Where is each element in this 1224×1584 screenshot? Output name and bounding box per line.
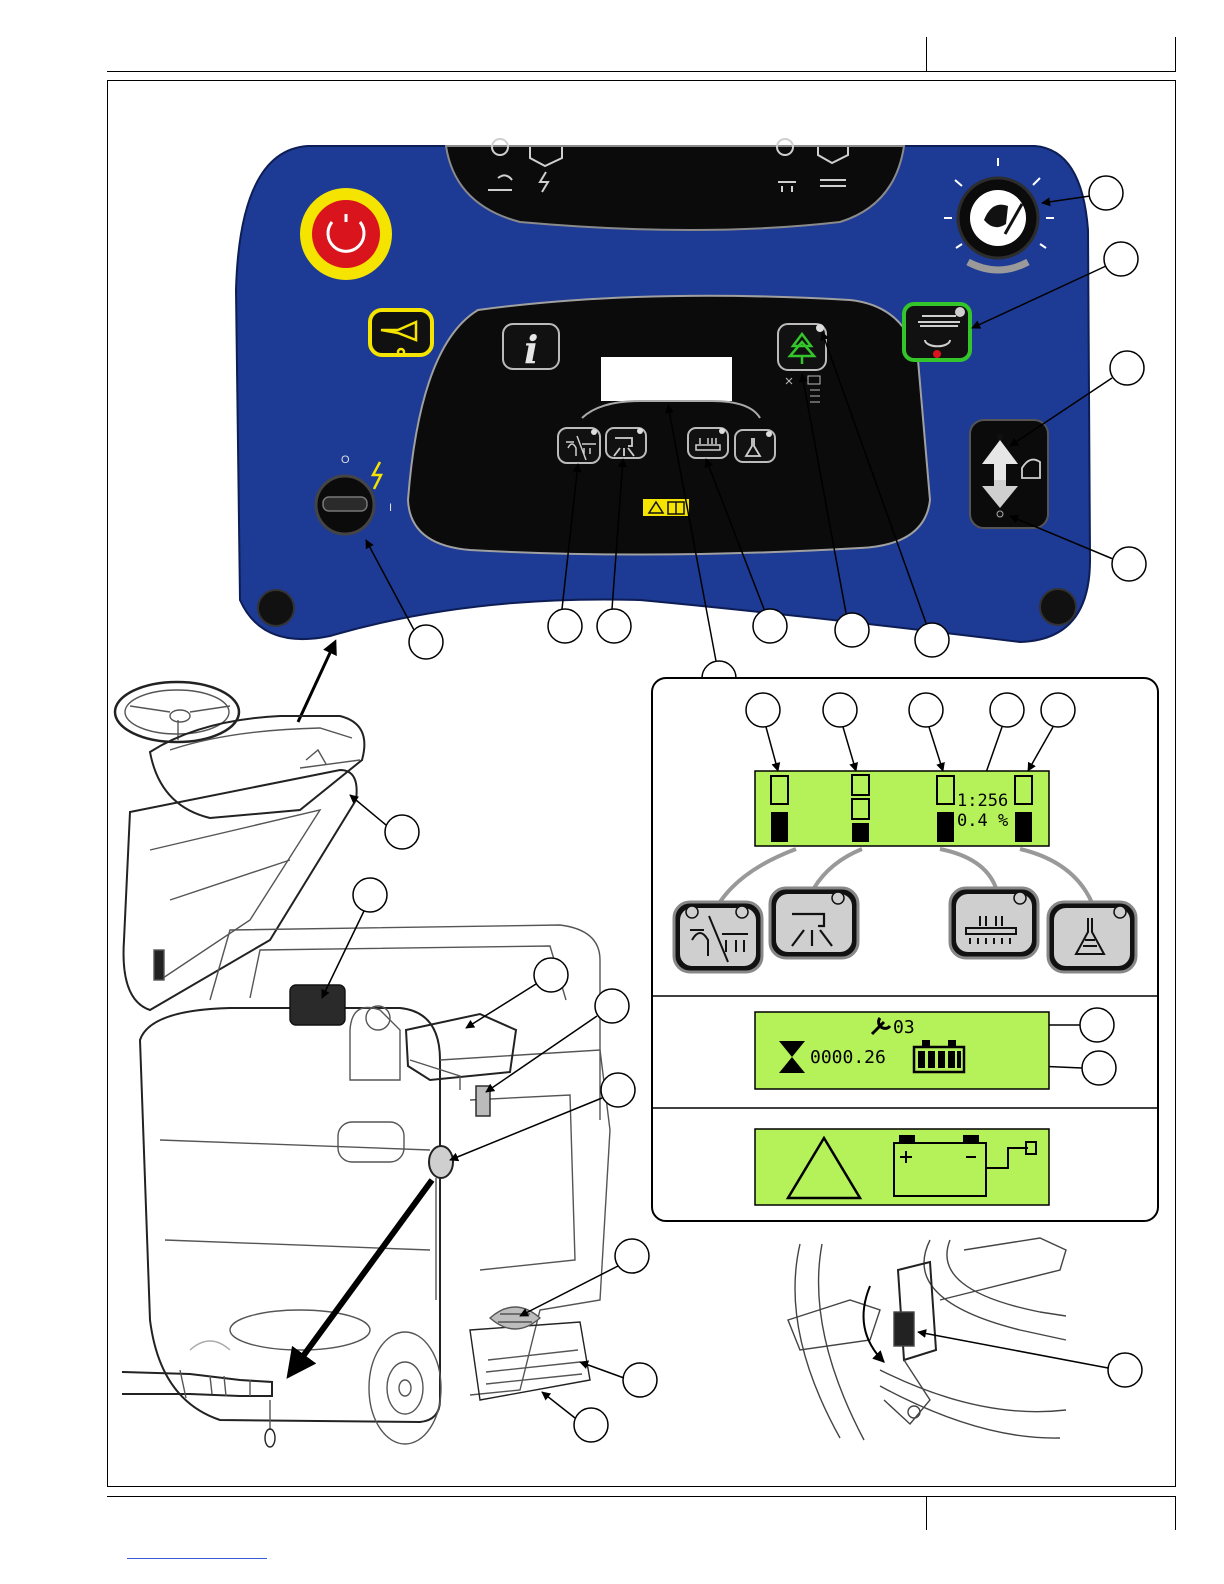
brush-pressure-button[interactable] — [904, 304, 970, 360]
large-brush-button — [950, 888, 1038, 958]
lcd-screen-charging — [755, 1129, 1049, 1205]
hour-meter-readout: 0000.26 — [810, 1047, 886, 1068]
detergent-ratio-readout: 1:256 — [957, 791, 1008, 811]
brush-button[interactable] — [688, 428, 728, 458]
hose-detail-arrow — [290, 1180, 432, 1374]
large-solution-flow-button — [770, 888, 858, 958]
control-panel: O I — [236, 139, 1090, 642]
one-touch-button[interactable] — [558, 428, 600, 463]
panel-knob-left — [258, 590, 294, 626]
squeegee-detail — [788, 1238, 1066, 1440]
display-detail-box: 1:256 0.4 % — [652, 678, 1158, 1221]
callouts-machine — [353, 815, 657, 1442]
callout-squeegee — [1108, 1353, 1142, 1387]
service-code-readout: 03 — [893, 1017, 915, 1038]
detergent-percent-readout: 0.4 % — [957, 811, 1008, 831]
large-one-touch-button — [674, 902, 762, 972]
direction-switch[interactable] — [970, 420, 1048, 528]
solution-flow-button[interactable] — [606, 428, 646, 458]
upper-recess — [446, 146, 904, 230]
leader-line-squeegee — [918, 1332, 1108, 1368]
machine-illustration — [115, 682, 610, 1447]
lcd-screen-status: 03 0000.26 — [755, 1012, 1049, 1089]
large-detergent-button — [1048, 902, 1136, 972]
panel-display-window — [601, 357, 732, 401]
panel-location-arrow — [298, 642, 335, 722]
panel-knob-right — [1040, 589, 1076, 625]
detergent-button[interactable] — [735, 430, 775, 462]
warning-label — [643, 499, 689, 516]
emergency-stop-button[interactable] — [300, 188, 392, 280]
info-icon: i — [524, 327, 538, 372]
horn-button[interactable] — [370, 310, 432, 355]
key-switch-on-label: I — [389, 502, 392, 514]
info-button[interactable]: i — [503, 324, 559, 372]
lcd-screen-levels: 1:256 0.4 % — [755, 771, 1049, 846]
key-switch-off-label: O — [341, 454, 350, 466]
